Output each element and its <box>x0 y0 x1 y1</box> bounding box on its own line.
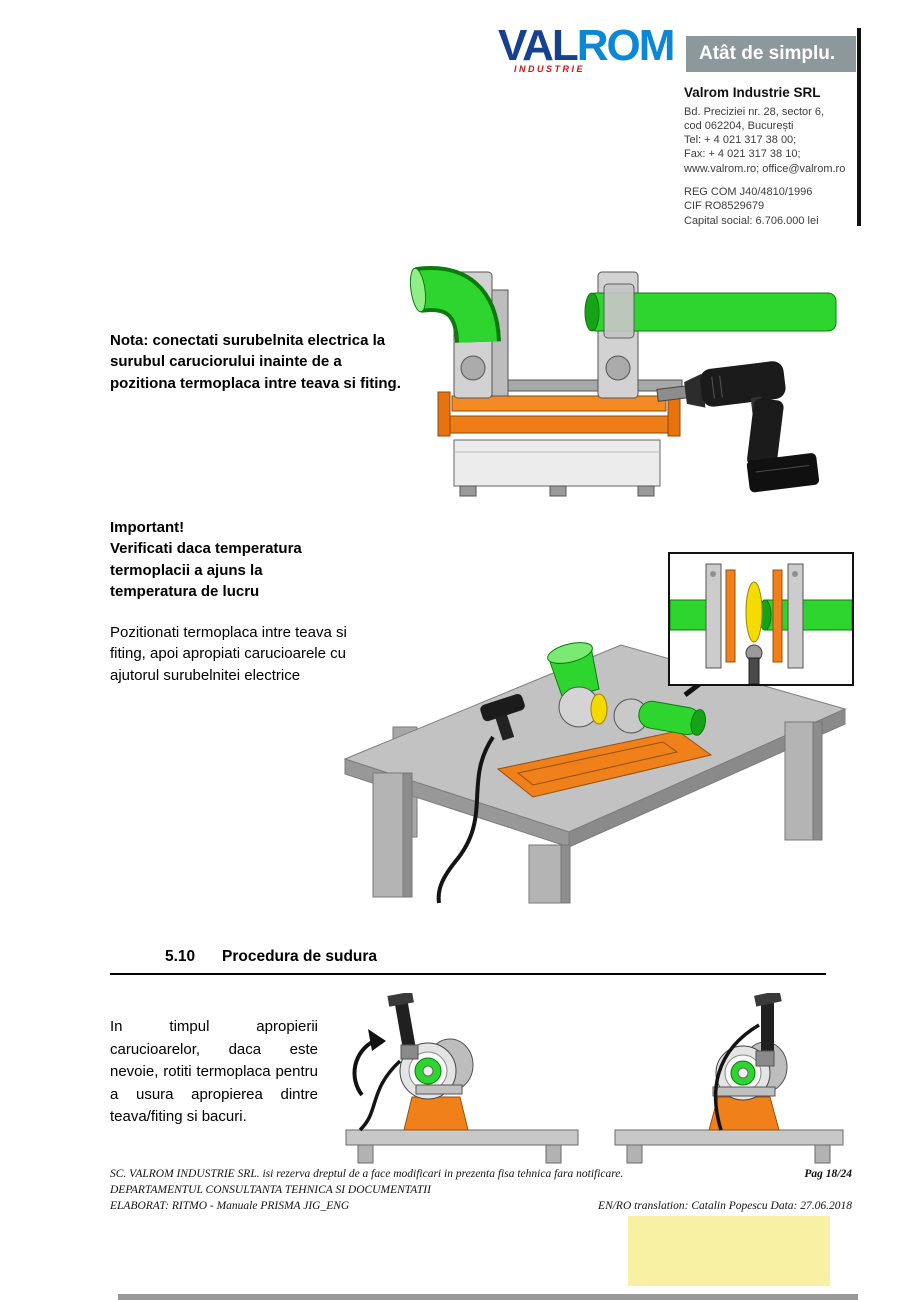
section-heading: 5.10 Procedura de sudura <box>165 948 377 966</box>
company-capital: Capital social: 6.706.000 lei <box>684 214 819 227</box>
company-tel: Tel: + 4 021 317 38 00; <box>684 134 797 147</box>
nota-paragraph: Nota: conectati surubelnita electrica la… <box>110 332 401 392</box>
machine <box>708 993 788 1131</box>
logo-industrie-text: INDUSTRIE <box>514 64 586 74</box>
yellow-highlight-box <box>628 1216 830 1286</box>
heater-disc <box>590 693 608 725</box>
company-cif: CIF RO8529679 <box>684 200 765 213</box>
footer-department: DEPARTAMENTUL CONSULTANTA TEHNICA SI DOC… <box>110 1183 431 1196</box>
tagline-box: Atât de simplu. <box>686 36 856 72</box>
clamp-plate-right <box>787 563 804 669</box>
detail-inset-drawing <box>670 563 852 684</box>
detail-inset-box <box>668 552 854 686</box>
important-title: Important! <box>110 519 185 536</box>
drill-handle <box>387 993 416 1051</box>
table-legs <box>372 721 823 904</box>
footer-row-1: SC. VALROM INDUSTRIE SRL. isi rezerva dr… <box>110 1167 852 1183</box>
logo-val-text: VAL <box>498 21 579 70</box>
header-divider-bar <box>857 28 861 226</box>
machine-rails <box>437 391 681 437</box>
illustration-welding-machine-drill <box>409 266 837 497</box>
heater-plate <box>745 581 763 643</box>
page-footer: SC. VALROM INDUSTRIE SRL. isi rezerva dr… <box>110 1167 852 1215</box>
orange-plate-left <box>725 569 736 663</box>
clamp-jaw <box>603 283 635 339</box>
section-title: Procedura de sudura <box>222 948 378 965</box>
company-reg-com: REG COM J40/4810/1996 <box>684 186 813 199</box>
cable <box>713 1023 760 1131</box>
valrom-logo: VALROM INDUSTRIE <box>498 21 676 74</box>
footer-elaborated: ELABORAT: RITMO - Manuale PRISMA JIG_ENG <box>110 1199 350 1212</box>
machine <box>358 993 474 1132</box>
section-number: 5.10 <box>165 948 196 965</box>
footer-row-3: ELABORAT: RITMO - Manuale PRISMA JIG_ENG… <box>110 1199 852 1215</box>
company-name: Valrom Industrie SRL <box>684 85 821 100</box>
footer-translation: EN/RO translation: Catalin Popescu Data:… <box>598 1199 852 1212</box>
company-fax: Fax: + 4 021 317 38 10; <box>684 148 801 161</box>
small-table <box>614 1129 844 1164</box>
page-number: Pag 18/24 <box>804 1168 852 1180</box>
illustration-rotate-heater-right <box>614 993 844 1164</box>
company-address-line-1: Bd. Preciziei nr. 28, sector 6, <box>684 105 825 118</box>
welding-note-paragraph: In timpul apropierii carucioarelor, daca… <box>110 1018 318 1125</box>
section-underline <box>110 973 826 975</box>
green-pipe <box>584 292 837 332</box>
illustration-table-scene <box>343 642 847 904</box>
machine-base <box>453 439 661 497</box>
left-pipe-piece <box>670 599 711 631</box>
cable <box>358 1059 402 1132</box>
footer-disclaimer: SC. VALROM INDUSTRIE SRL. isi rezerva dr… <box>110 1168 624 1180</box>
illustration-rotate-heater-left <box>345 993 579 1164</box>
electric-screwdriver <box>656 361 820 493</box>
important-block: Important! Verificati daca temperatura t… <box>110 517 330 602</box>
important-body: Verificati daca temperatura termoplacii … <box>110 540 302 600</box>
company-address-line-2: cod 062204, București <box>684 119 794 132</box>
green-elbow-fitting <box>409 266 501 344</box>
orange-plate-right <box>772 569 783 663</box>
logo-rom-text: ROM <box>576 21 676 70</box>
rotate-arrow <box>352 1029 386 1097</box>
company-info-block: Valrom Industrie SRL Bd. Preciziei nr. 2… <box>684 84 860 228</box>
clamp-plate-left <box>705 563 722 669</box>
welding-jig-machine <box>436 642 713 904</box>
company-web-email: www.valrom.ro; office@valrom.ro <box>684 162 846 175</box>
power-cable <box>436 735 495 904</box>
small-table <box>345 1129 579 1164</box>
stem <box>748 657 760 684</box>
green-pipe-stub <box>638 700 707 736</box>
drill <box>480 693 525 741</box>
company-registry-block: REG COM J40/4810/1996 CIF RO8529679 Capi… <box>684 185 860 228</box>
drill-handle <box>754 993 782 1055</box>
positioning-paragraph: Pozitionati termoplaca intre teava si fi… <box>110 624 347 684</box>
next-page-edge <box>118 1294 858 1300</box>
